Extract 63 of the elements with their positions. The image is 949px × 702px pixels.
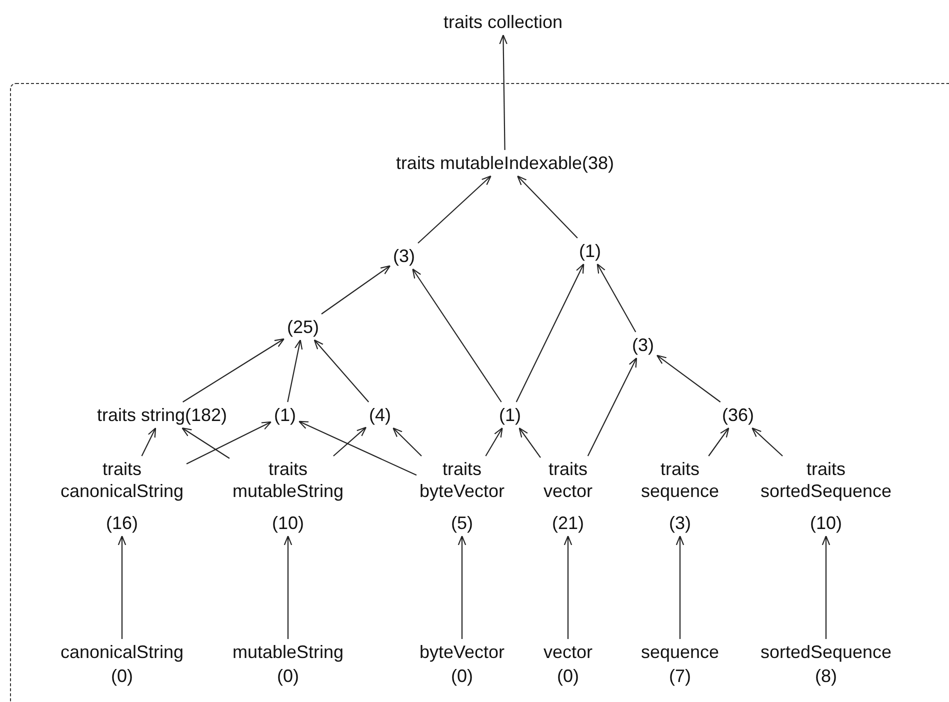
arrow (182, 338, 285, 402)
arrow (752, 427, 783, 456)
node-label: (25) (287, 316, 319, 338)
node-label: traits string(182) (96, 404, 228, 426)
node-label: (3) (632, 334, 654, 356)
node-label: (3) (393, 245, 415, 267)
node-label: traits canonicalString (60, 458, 184, 502)
arrow (517, 175, 578, 238)
node-label: (1) (274, 404, 296, 426)
arrow (321, 265, 391, 314)
node-label: traits vector (544, 458, 592, 502)
arrow (333, 426, 367, 456)
node-count: (5) (451, 512, 473, 534)
node-label: traits mutableString (232, 458, 344, 502)
arrow (287, 339, 303, 402)
node-count: (0) (451, 665, 473, 687)
arrow (141, 427, 156, 456)
arrow (676, 535, 684, 639)
node-label: traits sequence (640, 458, 720, 502)
arrow (284, 535, 292, 639)
node-label: traits sortedSequence (760, 458, 892, 502)
node-label: traits mutableIndexable(38) (396, 152, 614, 174)
node-label: vector (543, 641, 593, 663)
node-count: (16) (106, 512, 138, 534)
node-label: (4) (369, 404, 391, 426)
node-count: (8) (815, 665, 837, 687)
node-label: traits byteVector (419, 458, 505, 502)
node-count: (10) (272, 512, 304, 534)
arrow (587, 357, 638, 456)
node-count: (0) (557, 665, 579, 687)
arrow (186, 421, 272, 464)
node-label: sequence (640, 641, 720, 663)
node-label: sortedSequence (760, 641, 892, 663)
arrow (418, 175, 492, 244)
node-count: (0) (277, 665, 299, 687)
arrow (499, 34, 508, 150)
arrow (656, 354, 721, 402)
arrow (708, 427, 730, 456)
arrow (118, 535, 126, 639)
node-label: mutableString (232, 641, 344, 663)
node-label: canonicalString (60, 641, 184, 663)
node-label: (1) (579, 240, 601, 262)
arrow (458, 535, 466, 639)
arrow (298, 420, 417, 476)
node-label: (36) (722, 404, 754, 426)
node-count: (21) (552, 512, 584, 534)
node-count: (3) (669, 512, 691, 534)
arrow (182, 427, 230, 459)
node-label: (1) (499, 404, 521, 426)
node-count: (0) (111, 665, 133, 687)
arrow (485, 427, 503, 456)
arrow (596, 263, 636, 332)
node-label: traits collection (443, 11, 563, 33)
arrow (314, 339, 370, 402)
arrow (392, 427, 422, 456)
arrow (516, 263, 584, 402)
arrow (822, 535, 830, 639)
arrow (412, 268, 502, 402)
node-count: (10) (810, 512, 842, 534)
arrow (518, 427, 541, 458)
node-count: (7) (669, 665, 691, 687)
node-label: byteVector (419, 641, 505, 663)
arrow (564, 535, 572, 639)
